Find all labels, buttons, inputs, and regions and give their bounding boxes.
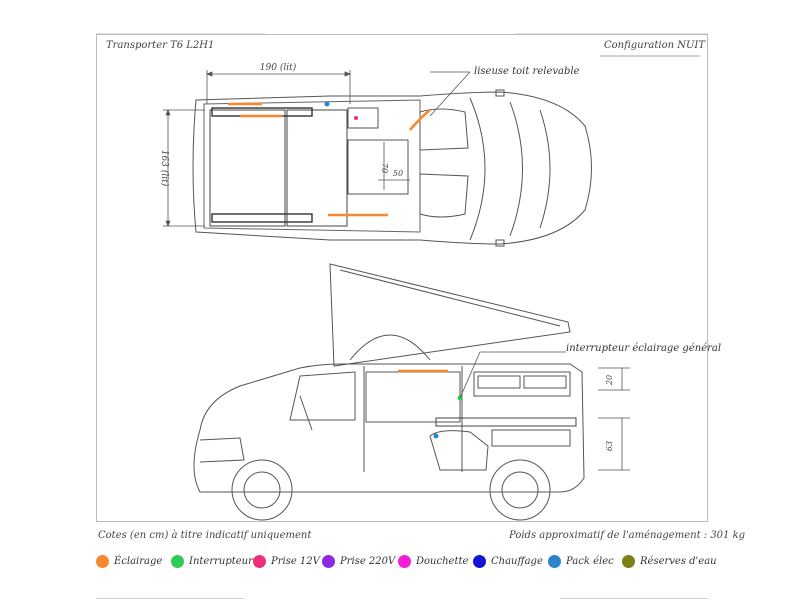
legend-label: Chauffage xyxy=(491,556,543,567)
side-dimension-63: 63 xyxy=(605,441,614,451)
drawing-frame xyxy=(96,34,708,522)
width-dimension-label: 190 (lit) xyxy=(260,62,297,73)
legend-label: Prise 12V xyxy=(271,556,320,567)
legend-label: Éclairage xyxy=(114,556,163,567)
lighting-marks-top xyxy=(228,101,431,217)
legend-label: Interrupteur xyxy=(189,556,253,567)
lighting-marks-side xyxy=(398,369,463,439)
magenta-dot-icon xyxy=(398,555,411,568)
legend-label: Réserves d'eau xyxy=(640,556,717,567)
weight-note: Poids approximatif de l'aménagement : 30… xyxy=(509,530,746,541)
side-dimension-20: 20 xyxy=(605,375,614,386)
height-dimension-label: 163 (lit) xyxy=(159,150,170,187)
main-switch-label: interrupteur éclairage général xyxy=(566,343,721,354)
light-blue-dot-icon xyxy=(548,555,561,568)
van-side-view xyxy=(193,263,585,521)
legend-item-shower: Douchette xyxy=(398,555,468,568)
legend-item-water: Réserves d'eau xyxy=(622,555,717,568)
configuration-title: Configuration NUIT xyxy=(604,40,706,51)
legend-item-12v: Prise 12V xyxy=(253,555,320,568)
legend-label: Prise 220V xyxy=(340,556,396,567)
seat-dimension-70: 70 xyxy=(380,163,389,173)
legend-item-power-pack: Pack élec xyxy=(548,555,614,568)
legend: Éclairage Interrupteur Prise 12V Prise 2… xyxy=(96,555,717,571)
bottom-rule-right xyxy=(560,598,708,599)
legend-item-lighting: Éclairage xyxy=(96,555,162,568)
pink-dot-icon xyxy=(253,555,266,568)
green-dot-icon xyxy=(171,555,184,568)
legend-item-220v: Prise 220V xyxy=(322,555,395,568)
dimension-lines-top xyxy=(163,70,471,228)
blue-dot-icon xyxy=(473,555,486,568)
dimension-lines-side xyxy=(459,351,630,471)
olive-dot-icon xyxy=(622,555,635,568)
orange-dot-icon xyxy=(96,555,109,568)
purple-dot-icon xyxy=(322,555,335,568)
dimensions-note: Cotes (en cm) à titre indicatif uniqueme… xyxy=(98,530,312,541)
seat-dimension-50: 50 xyxy=(393,169,403,178)
model-title: Transporter T6 L2H1 xyxy=(106,40,215,51)
legend-label: Douchette xyxy=(416,556,469,567)
bottom-rule-left xyxy=(96,598,244,599)
roof-light-label: liseuse toit relevable xyxy=(474,66,580,77)
van-top-view xyxy=(192,89,592,247)
legend-label: Pack élec xyxy=(566,556,614,567)
legend-item-switch: Interrupteur xyxy=(171,555,253,568)
legend-item-heating: Chauffage xyxy=(473,555,543,568)
